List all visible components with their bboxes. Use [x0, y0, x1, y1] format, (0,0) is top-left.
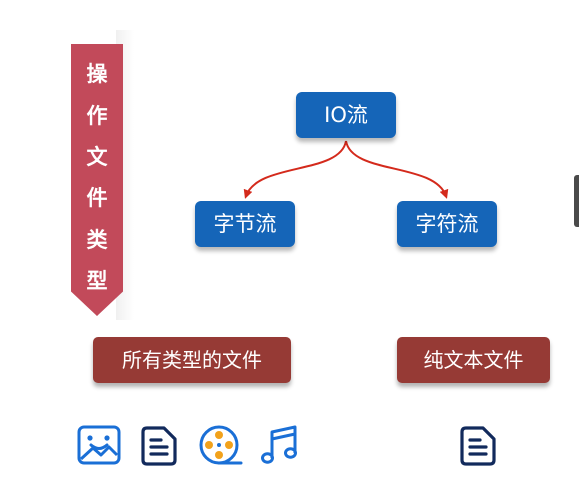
film-reel-icon [199, 425, 243, 465]
plain-text-files-label: 纯文本文件 [397, 337, 550, 383]
banner-char: 类 [86, 228, 108, 252]
document-icon [460, 426, 496, 466]
banner-char: 型 [86, 269, 108, 293]
banner-char: 文 [86, 145, 108, 169]
char-stream-node: 字符流 [397, 201, 497, 247]
byte-stream-node: 字节流 [195, 201, 295, 247]
banner-char: 操 [86, 62, 108, 86]
document-icon [141, 426, 177, 466]
arrow-to-char-stream [345, 140, 449, 199]
banner-char: 件 [86, 186, 108, 210]
all-file-types-label: 所有类型的文件 [93, 337, 291, 383]
scroll-handle[interactable] [574, 175, 579, 227]
io-stream-node: IO流 [296, 92, 396, 138]
music-note-icon [261, 425, 297, 464]
image-icon [77, 425, 121, 465]
vertical-banner: 操 作 文 件 类 型 [71, 44, 123, 316]
banner-char: 作 [86, 104, 108, 128]
arrow-to-byte-stream [243, 140, 347, 199]
